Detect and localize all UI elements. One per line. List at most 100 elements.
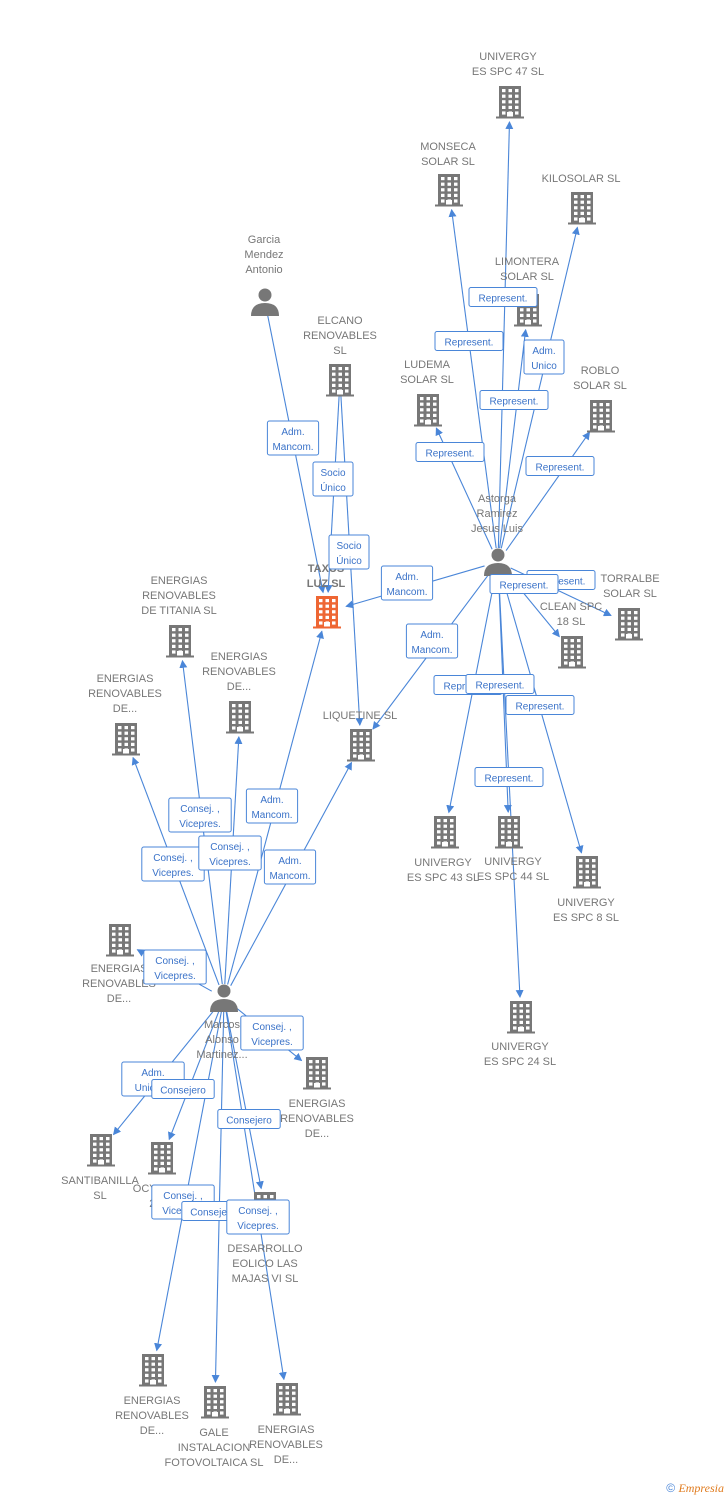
node-label: ES SPC 43 SL [407,872,479,884]
edge-label-text: Represent. [445,338,494,349]
building-icon [587,400,615,433]
edge-label-text: Mancom. [251,810,292,821]
node-label: ENERGIAS [211,651,268,663]
building-icon [201,1386,229,1419]
edge-label[interactable]: Represent. [505,695,575,715]
company-node-erde1[interactable]: ENERGIASRENOVABLESDE... [88,673,162,756]
edge-label-text: Mancom. [272,442,313,453]
node-label: ES SPC 47 SL [472,66,544,78]
node-label: 18 SL [557,616,586,628]
edge-label[interactable]: Adm.Mancom. [405,623,459,659]
company-node-univergy24[interactable]: UNIVERGY ES SPC 24 SL [484,1001,556,1068]
company-node-erde6[interactable]: ENERGIASRENOVABLESDE... [249,1383,323,1466]
copyright-icon: © [666,1481,676,1495]
node-label: ES SPC 8 SL [553,912,619,924]
building-icon [226,701,254,734]
edge-label-text: Consej. , [153,853,192,864]
footer-brand[interactable]: © Empresia [666,1481,724,1496]
edge-label[interactable]: Represent. [468,287,538,307]
edge-label[interactable]: Consej. ,Vicepres. [143,949,207,985]
edge-label-text: Adm. [260,795,283,806]
edge-label-text: Consej. , [180,804,219,815]
building-icon [148,1142,176,1175]
edge-label[interactable]: Represent. [415,442,485,462]
edge-label[interactable]: Consej. ,Vicepres. [141,846,205,882]
edge-label[interactable]: Adm.Mancom. [266,420,320,456]
node-label: UNIVERGY [414,857,472,869]
edge-label[interactable]: Adm.Mancom. [380,565,434,601]
node-label: RENOVABLES [82,978,156,990]
company-node-erde4[interactable]: ENERGIASRENOVABLESDE... [280,1057,354,1140]
building-icon [568,192,596,225]
company-node-erde5[interactable]: ENERGIASRENOVABLESDE... [115,1354,189,1437]
company-node-erde3[interactable]: ENERGIASRENOVABLESDE... [82,924,156,1005]
node-label: ROBLO [581,365,620,377]
node-label: ES SPC 24 SL [484,1056,556,1068]
edge-label-text: Represent. [490,397,539,408]
edge-label[interactable]: Consej. ,Vicepres. [198,835,262,871]
edge-label[interactable]: Consej. ,Vicepres. [240,1015,304,1051]
node-label: DE... [113,703,137,715]
edge-label[interactable]: Represent. [525,456,595,476]
edge-label-text: Represent. [426,449,475,460]
edge-label-text: Mancom. [269,871,310,882]
edge-label[interactable]: Represent. [434,331,504,351]
edge-marcos-desarrollo [226,1011,264,1190]
node-label: RENOVABLES [249,1439,323,1451]
edge-label[interactable]: Represent. [474,767,544,787]
node-label: SOLAR SL [573,380,627,392]
building-icon [166,625,194,658]
company-node-liquetine[interactable]: LIQUETINE SL [323,710,398,762]
company-node-erde2[interactable]: ENERGIASRENOVABLESDE... [202,651,276,734]
node-label: SL [93,1190,106,1202]
edge-label[interactable]: Represent. [479,390,549,410]
edge-label[interactable]: Consej. ,Vicepres. [168,797,232,833]
edge-label[interactable]: Represent. [465,674,535,694]
edge-label-text: Adm. [532,346,555,357]
edge-label-text: Adm. [141,1068,164,1079]
building-icon [273,1383,301,1416]
company-node-univergy47[interactable]: UNIVERGY ES SPC 47 SL [472,51,544,119]
building-icon [106,924,134,957]
node-label: DESARROLLO [227,1243,303,1255]
person-node-marcos[interactable]: MarcosAlonsoMartinez... [196,984,248,1062]
edge-label[interactable]: Adm. Mancom. [245,788,299,824]
building-icon [139,1354,167,1387]
node-label: UNIVERGY [479,51,537,63]
edge-label-text: Consejero [190,1208,236,1219]
building-icon [87,1134,115,1167]
company-node-roblo[interactable]: ROBLO SOLAR SL [573,365,627,433]
node-label: LIMONTERA [495,256,560,268]
edge-label[interactable]: Consej. ,Vicepres. [226,1199,290,1235]
edge-label-text: Mancom. [386,587,427,598]
edge-astorga-roblo [505,431,591,551]
node-label: MONSECA [420,141,476,153]
node-label: UNIVERGY [491,1041,549,1053]
company-node-univergy43[interactable]: UNIVERGY ES SPC 43 SL [407,816,479,884]
edge-label[interactable]: Adm.Unico [523,339,565,375]
edge-label[interactable]: Consejero [217,1109,281,1129]
company-node-kilosolar[interactable]: KILOSOLAR SL [542,173,621,225]
edge-label-text: Consejero [226,1116,272,1127]
edge-label[interactable]: Consejero [151,1079,215,1099]
edge-label[interactable]: Represent. [489,574,559,594]
node-label: Astorga [478,493,517,505]
edge-label[interactable]: Adm.Mancom. [263,849,317,885]
node-label: GALE [199,1427,228,1439]
